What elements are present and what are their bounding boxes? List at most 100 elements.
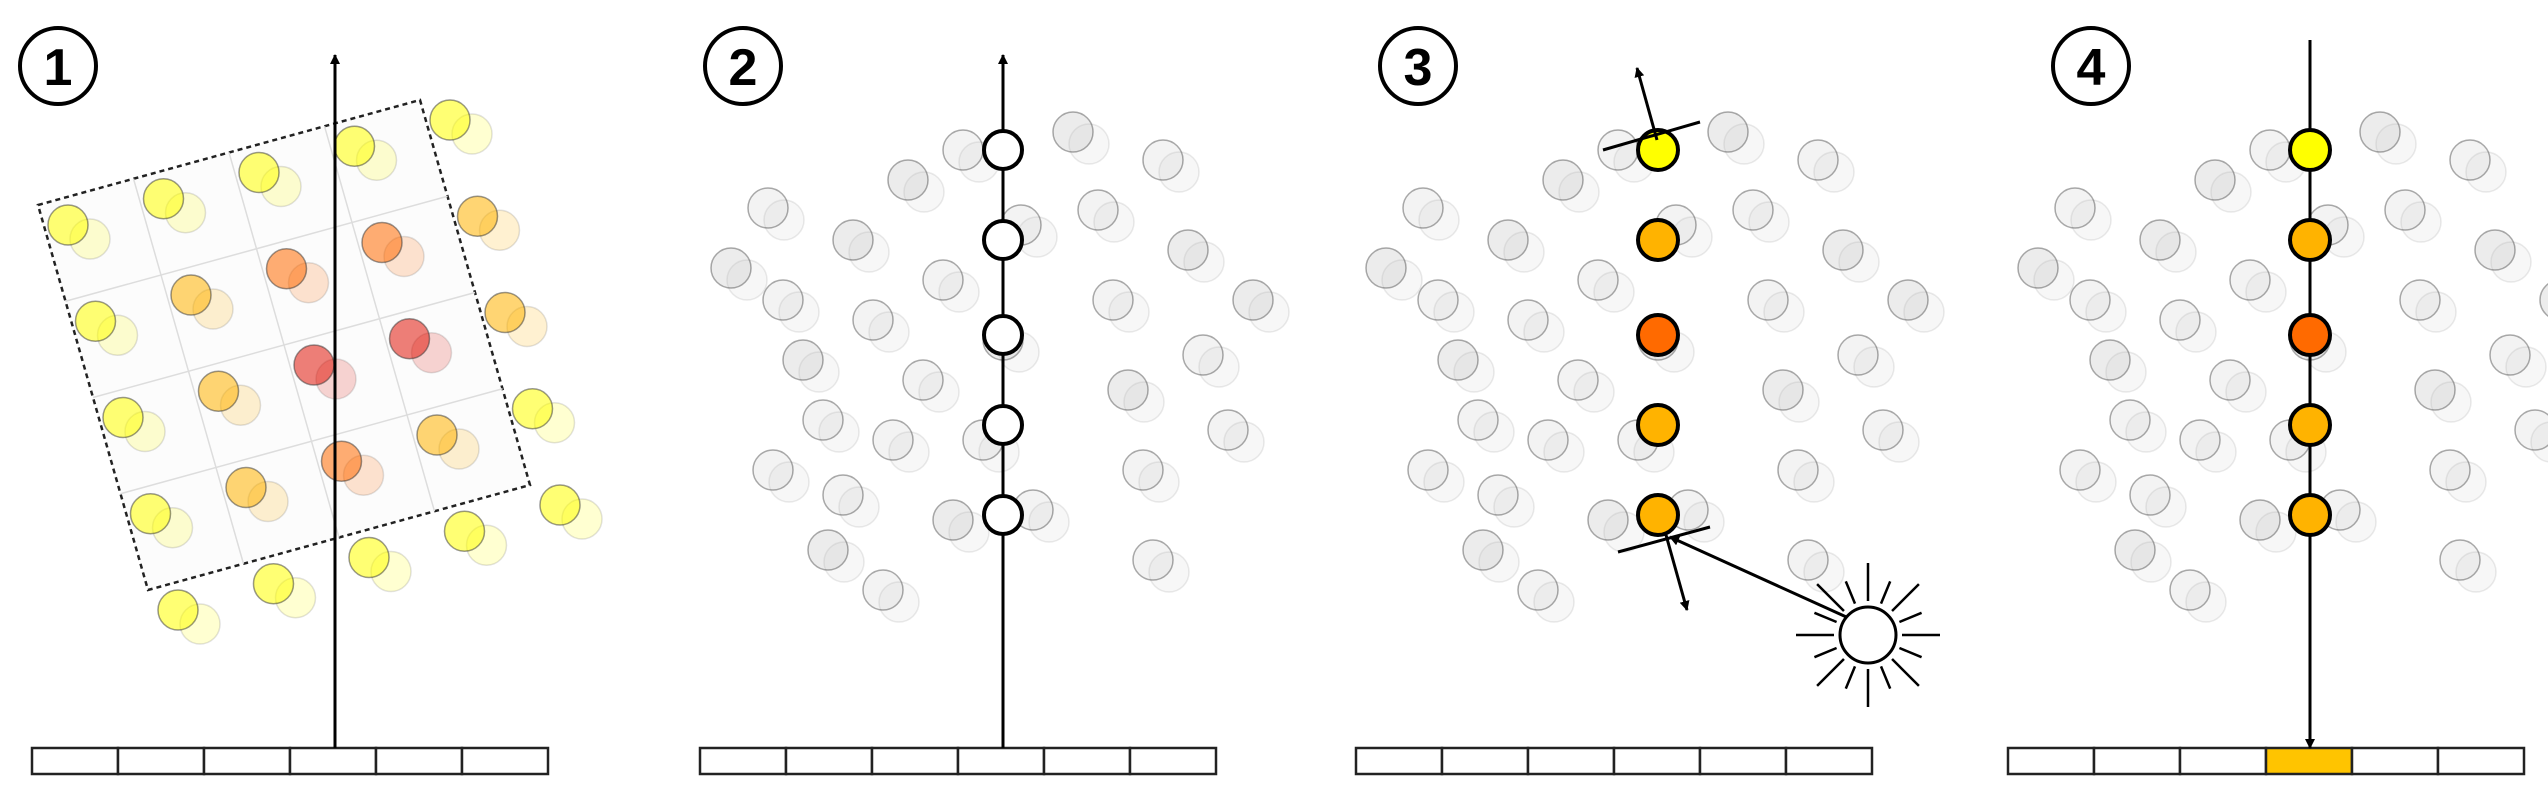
surface-normal-bottom bbox=[1617, 525, 1711, 611]
ghost-sample bbox=[2530, 421, 2548, 463]
shaded-sample bbox=[2288, 403, 2332, 447]
pixel-row-3 bbox=[1354, 746, 1874, 776]
ghost-sample bbox=[1487, 219, 1529, 261]
ghost-sample bbox=[922, 259, 964, 301]
sun-ray bbox=[1844, 665, 1857, 690]
volume-sample bbox=[252, 563, 295, 605]
volume-sample bbox=[429, 99, 471, 141]
ghost-sample bbox=[726, 259, 768, 301]
volume-sample bbox=[238, 151, 280, 194]
volume-gridlines bbox=[65, 126, 503, 564]
ghost-sample bbox=[2017, 247, 2059, 289]
ray-sample bbox=[982, 129, 1024, 171]
panel-3: 3 bbox=[1354, 26, 1945, 776]
volume-sample bbox=[484, 291, 526, 334]
pixel-cell bbox=[1042, 746, 1132, 776]
panel-2: 2 bbox=[698, 26, 1290, 776]
ghost-sample bbox=[1557, 359, 1599, 401]
ghost-sample bbox=[1577, 259, 1619, 301]
pixel-cell bbox=[1440, 746, 1530, 776]
pixel-row-4 bbox=[2006, 746, 2526, 776]
ghost-sample bbox=[763, 199, 805, 241]
sun-ray bbox=[1844, 580, 1857, 605]
ghost-sample bbox=[1748, 201, 1790, 243]
ghost-sample bbox=[1232, 279, 1274, 321]
ghost-sample bbox=[1138, 461, 1180, 503]
ghost-sample bbox=[2335, 501, 2377, 543]
ghost-sample bbox=[2185, 581, 2227, 623]
ghost-sample bbox=[747, 187, 789, 229]
step-4-label: 4 bbox=[2077, 39, 2106, 97]
ghost-sample bbox=[2415, 291, 2457, 333]
ghost-sample bbox=[832, 219, 874, 261]
gridline bbox=[120, 388, 503, 495]
ghost-sample bbox=[768, 461, 810, 503]
ray-sample bbox=[982, 494, 1024, 536]
pixel-cell bbox=[698, 746, 788, 776]
ghost-sample bbox=[2245, 271, 2287, 313]
ghost-sample bbox=[1457, 399, 1499, 441]
ghost-sample bbox=[1437, 339, 1479, 381]
ghost-sample bbox=[2239, 499, 2281, 541]
ghost-sample bbox=[1198, 346, 1240, 388]
ghost-sample bbox=[2229, 259, 2271, 301]
volume-grid-1 bbox=[36, 98, 603, 645]
ghost-sample bbox=[938, 271, 980, 313]
ghost-sample bbox=[1723, 123, 1765, 165]
step-4-badge: 4 bbox=[2051, 26, 2131, 106]
volume-sample bbox=[142, 178, 185, 220]
sun-ray bbox=[1816, 583, 1845, 612]
ghost-sample bbox=[762, 279, 804, 321]
ghost-sample bbox=[1573, 371, 1615, 413]
panel-4: 4 bbox=[2006, 26, 2548, 776]
ghost-sample bbox=[2155, 231, 2197, 273]
shaded-sample bbox=[2288, 128, 2332, 172]
pixel-cell bbox=[1526, 746, 1616, 776]
ray-sample bbox=[982, 219, 1024, 261]
ghost-sample bbox=[1762, 369, 1804, 411]
ghost-sample bbox=[1407, 449, 1449, 491]
pixel-cell bbox=[2006, 746, 2096, 776]
ghost-sample bbox=[1797, 139, 1839, 181]
ghost-sample bbox=[2194, 159, 2236, 201]
volume-sample bbox=[102, 396, 144, 439]
pixel-row-1 bbox=[30, 746, 550, 776]
volume-sample bbox=[129, 493, 172, 535]
ghost-sample bbox=[1523, 311, 1565, 353]
step-3-label: 3 bbox=[1404, 39, 1433, 97]
ghost-sample bbox=[2465, 151, 2507, 193]
pixel-cell bbox=[784, 746, 874, 776]
sun-ray bbox=[1813, 646, 1838, 659]
ghost-sample bbox=[2414, 369, 2456, 411]
ghost-sample bbox=[2105, 351, 2147, 393]
ghost-sample bbox=[1477, 474, 1519, 516]
volume-sample bbox=[225, 466, 267, 509]
pixel-cell bbox=[1698, 746, 1788, 776]
ghost-sample bbox=[1593, 271, 1635, 313]
ghost-sample bbox=[2070, 199, 2112, 241]
gridline bbox=[92, 291, 476, 399]
ghost-sample bbox=[1183, 241, 1225, 283]
ghost-sample bbox=[2474, 229, 2516, 271]
ghost-sample bbox=[1862, 409, 1904, 451]
volume-sample bbox=[157, 589, 199, 631]
ghost-sample bbox=[902, 359, 944, 401]
volume-sample bbox=[74, 300, 117, 342]
pixel-cell bbox=[956, 746, 1046, 776]
ghost-sample bbox=[2130, 541, 2172, 583]
sun-core bbox=[1838, 605, 1898, 665]
pixel-cell bbox=[1612, 746, 1702, 776]
volume-sample bbox=[293, 344, 335, 386]
pixel-cell bbox=[374, 746, 464, 776]
ghost-sample bbox=[1587, 499, 1629, 541]
ghost-sample bbox=[1028, 501, 1070, 543]
ghost-sample bbox=[1123, 381, 1165, 423]
ghost-sample bbox=[2054, 187, 2096, 229]
ghost-sample bbox=[1167, 229, 1209, 271]
ghost-sample bbox=[1903, 291, 1945, 333]
volume-sample bbox=[170, 274, 212, 316]
ghost-sample bbox=[2059, 449, 2101, 491]
ghost-sample bbox=[1503, 231, 1545, 273]
ghost-sample bbox=[1418, 199, 1460, 241]
ghost-samples-4 bbox=[2017, 111, 2548, 623]
